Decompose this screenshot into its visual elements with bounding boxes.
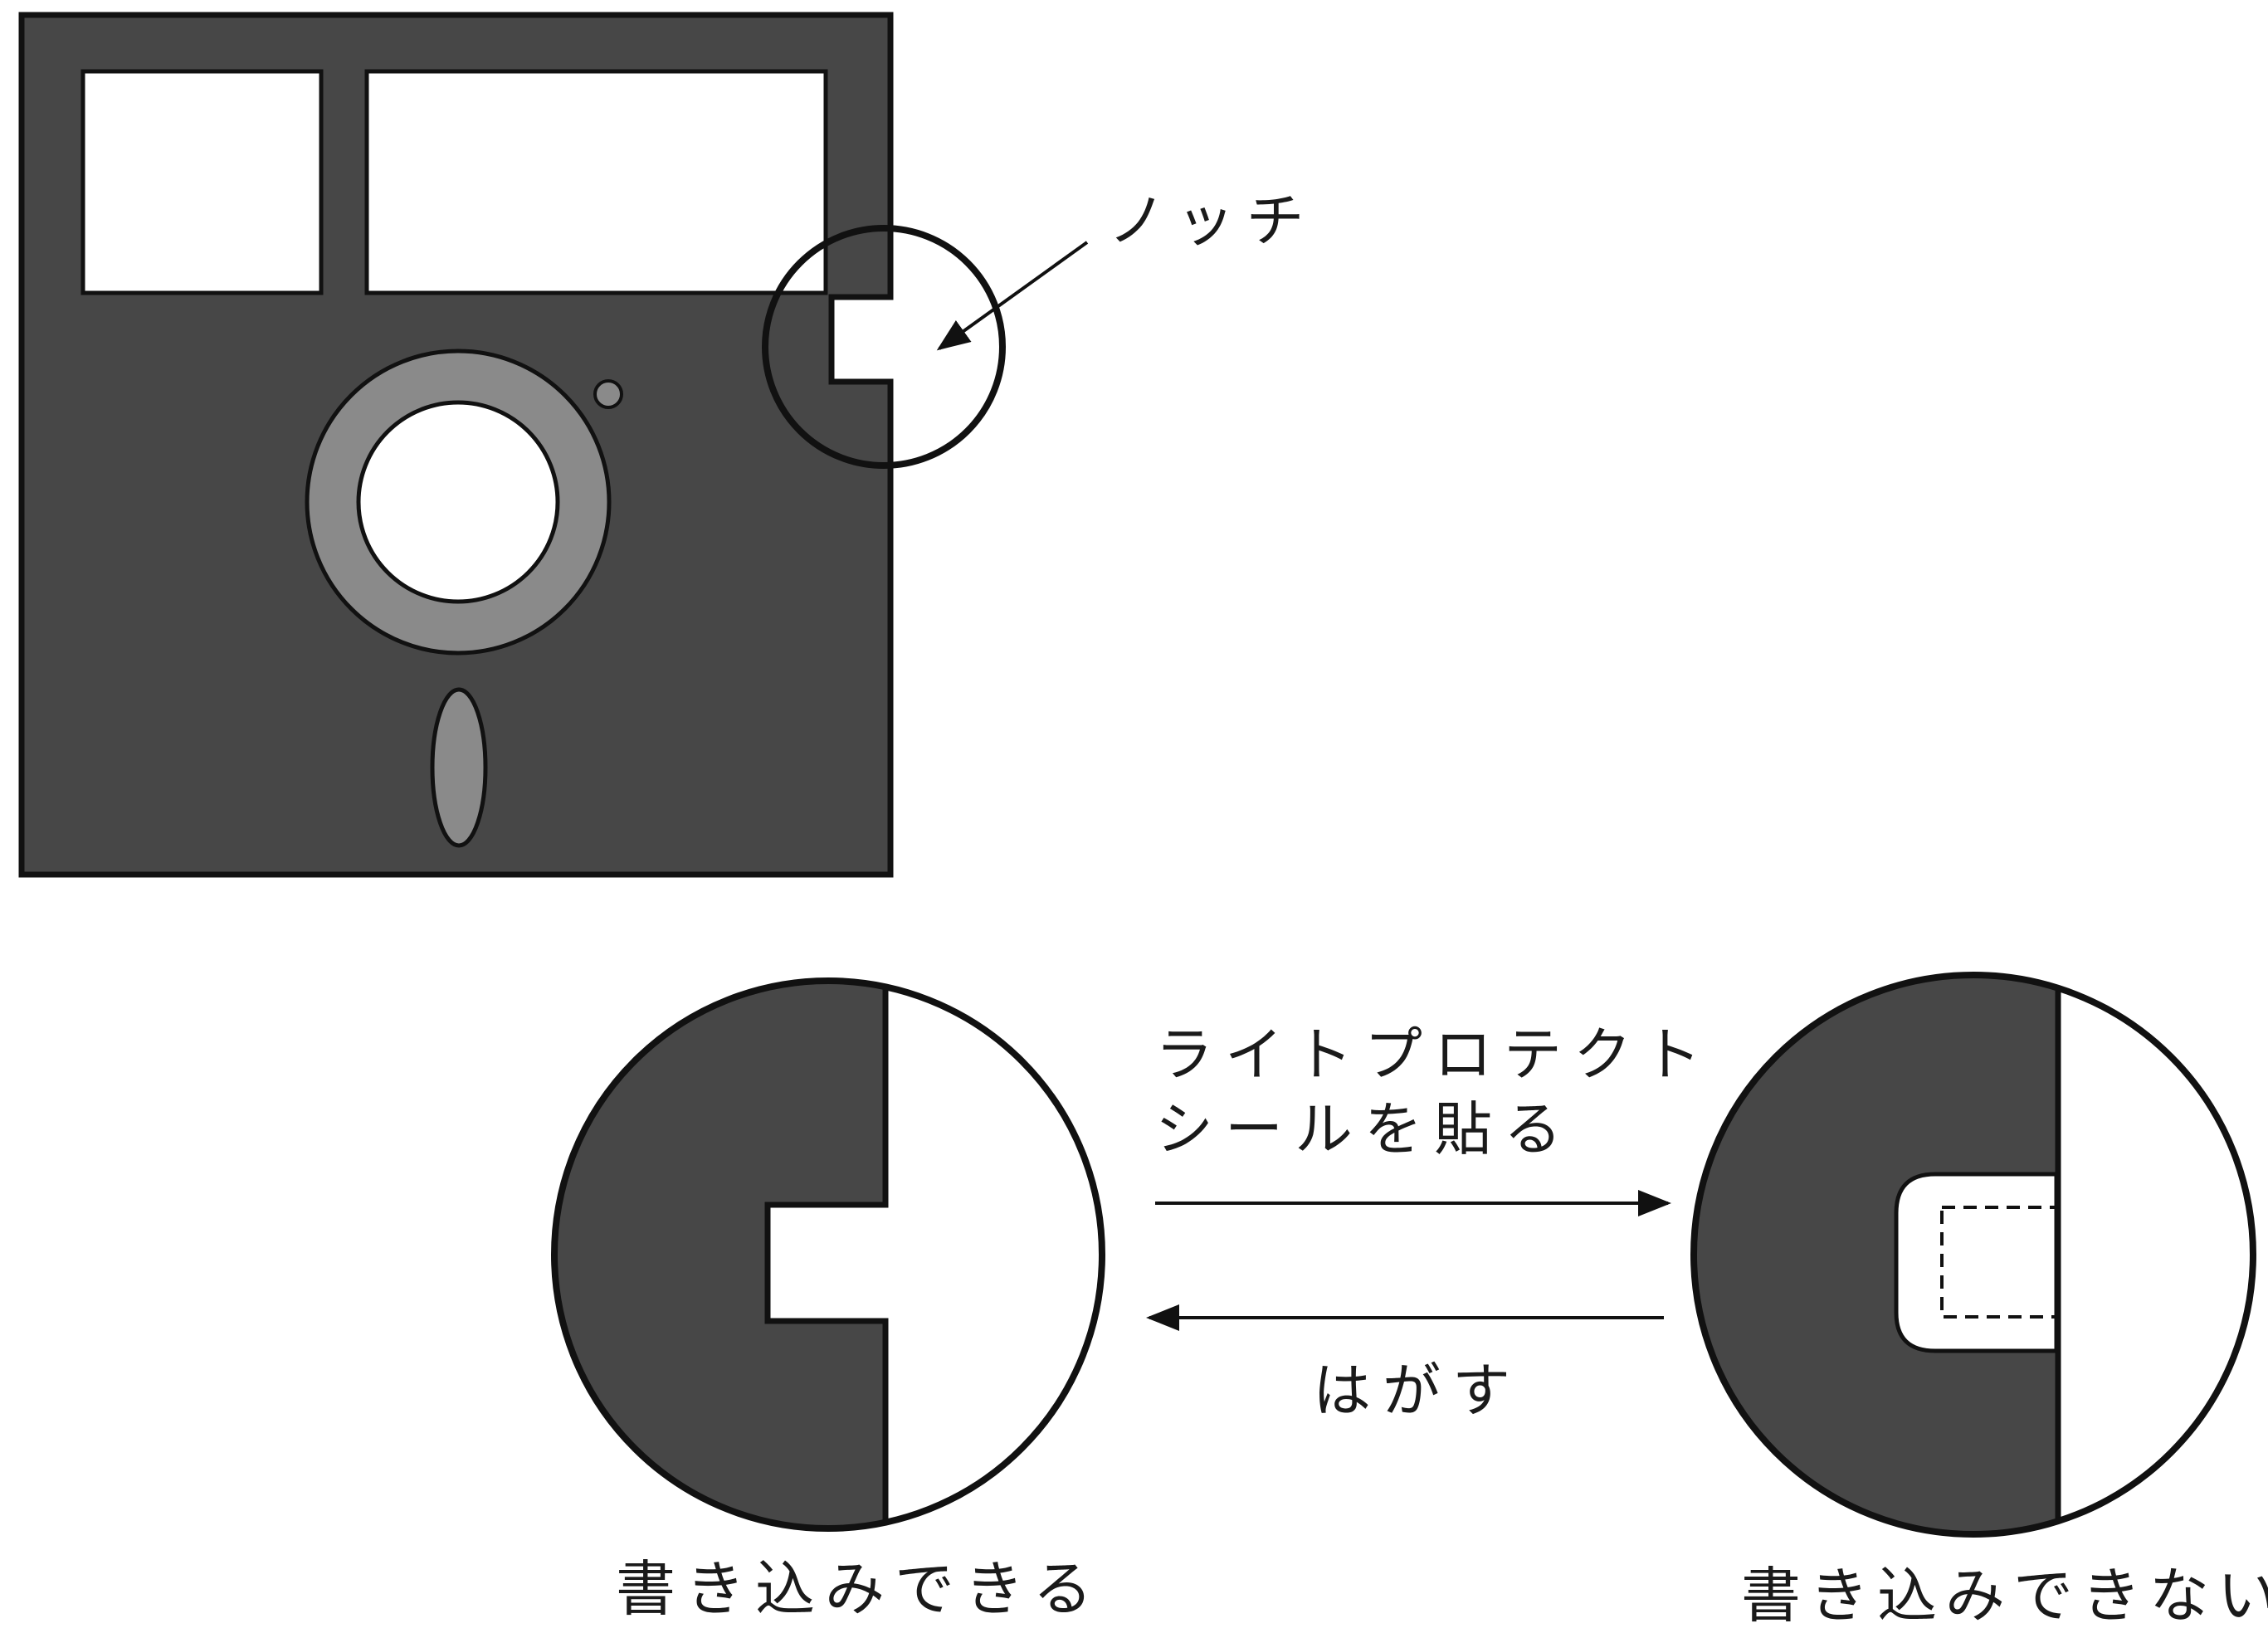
- apply-label-line1: ライトプロテクト: [1155, 1021, 1713, 1089]
- writable-notch-detail: [551, 977, 1105, 1532]
- index-hole: [593, 379, 623, 409]
- hub-hole: [356, 400, 560, 604]
- remove-label: はがす: [1313, 1357, 1522, 1425]
- covered-notch-dashed-outline: [1940, 1206, 2058, 1319]
- disk-label-window-large: [364, 69, 828, 295]
- notch-label: ノッチ: [1108, 187, 1316, 255]
- writable-caption: 書き込みできる: [616, 1554, 1103, 1624]
- notch-highlight-circle: [762, 225, 1006, 469]
- write-protect-sticker: [1894, 1172, 2059, 1353]
- not-writable-caption: 書き込みできない: [1741, 1561, 2268, 1631]
- floppy-disk: [18, 12, 1006, 878]
- protected-detail-outline: [1690, 972, 2256, 1538]
- apply-label-line2: シールを貼る: [1155, 1095, 1573, 1163]
- protected-notch-detail: [1690, 972, 2256, 1538]
- notch-pointer-arrow: [936, 241, 1089, 351]
- head-access-slot: [430, 687, 488, 848]
- disk-label-window-small: [80, 69, 324, 295]
- writable-detail-outline: [551, 977, 1105, 1532]
